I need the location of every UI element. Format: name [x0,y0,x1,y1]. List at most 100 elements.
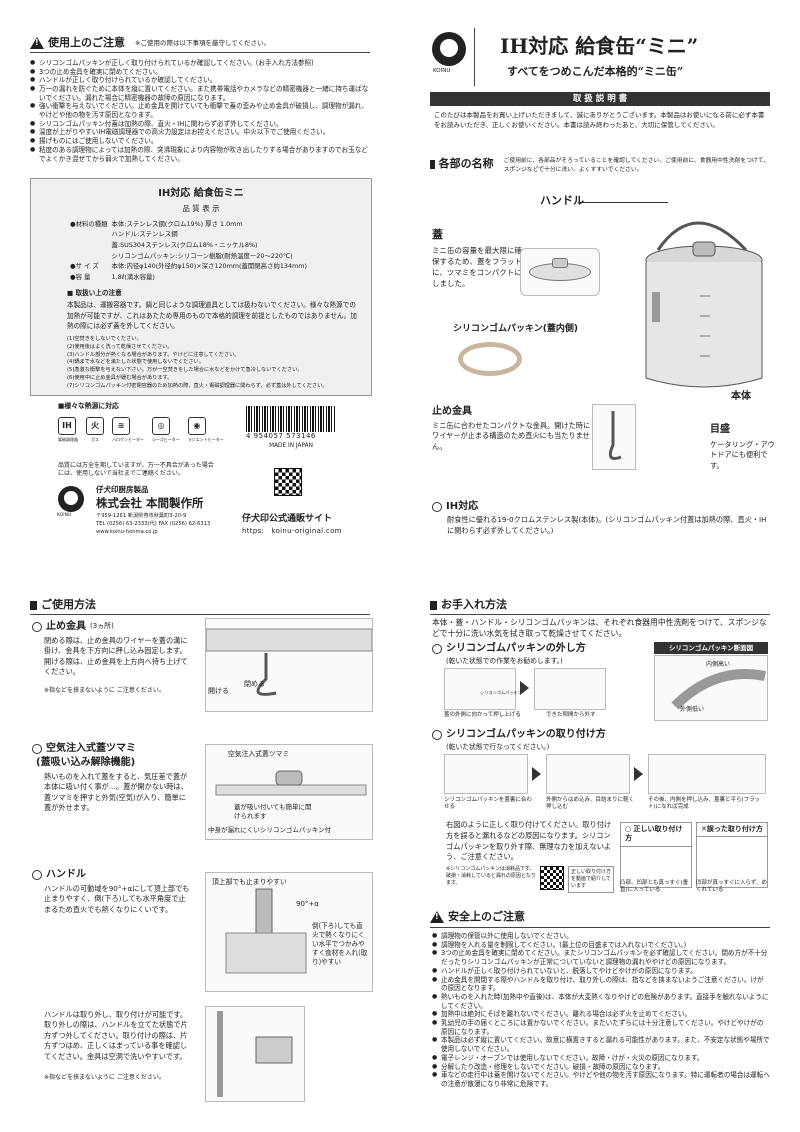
safety-item: 車などの走行中は蓋を開けないでください。やけどや他の物を汚す原因になります。特に… [432,1071,770,1088]
safety-item: 乳幼児の手の届くところには置かないでください。またいたずらには十分注意してくださ… [432,1019,770,1036]
safety-item: 調理物を入れる量を制限してください。(最上位の目盛までは入れないでください。) [432,941,770,950]
title-logo-text: KOINU [433,68,451,74]
handling-note: (5)急激な衝撃を与えない下さい。万が一空焚きをした場合に水などをかけて急冷しな… [67,367,303,374]
safety-item: 分解したり改造・修理をしないでください。破損・故障の原因になります。 [432,1063,770,1072]
attach-packing-sub: (乾いた状態で行なってください。) [446,743,550,751]
attach-step2-picture [546,754,630,794]
divider [430,614,770,615]
usage-caution-list: シリコンゴムパッキンが正しく取り付けられているか確認してください。(お手入れ方法… [30,59,370,163]
body-label: 本体 [731,391,751,402]
arrow-right-icon [634,767,643,781]
circle-marker-icon [32,869,42,880]
handle-pic-angle: 90°+α [296,900,319,908]
warning-icon [430,911,444,924]
quality-label: ●容 量 [70,272,91,281]
heat-source-label: 電磁調理器 [58,437,78,443]
quality-product: IH対応 給食缶ミニ [158,188,244,199]
barcode-number: 4 954057 573146 [246,432,316,440]
attach-step3-picture [648,754,766,794]
knob-title: 空気注入式蓋ツマミ [46,743,136,754]
safety-item: ハンドルが正しく取り付けられていないと、脱落してやけどやけがの原因になります。 [432,967,770,976]
handle-use-section: ハンドル [32,868,86,882]
lid-label: 蓋 [432,228,443,241]
made-in-japan: MADE IN JAPAN [269,443,313,450]
divider [30,614,370,615]
safety-title: 安全上のご注意 [448,910,525,923]
knob-pic-label3: 中身が漏れにくいシリコンゴムパッキン付 [208,826,332,834]
shop-url[interactable]: https: koinu-original.com [242,527,342,535]
inner-high-label: 内側高い [706,661,731,668]
handle-remove-picture [205,1006,305,1102]
attach-step2-text: 外側からはめ込み、目詰まりに軽く押し込む [546,797,635,811]
company-web[interactable]: www.koinu-honma.co.jp [96,529,158,535]
ih-desc: 耐食性に優れる19-0クロムステンレス製(本体)。(シリコンゴムパッキン付蓋は加… [447,515,767,535]
quality-label: ●材料の種類 [70,219,108,228]
barcode: 4 954057 573146 MADE IN JAPAN [246,406,336,451]
safety-item: 調理物の保管以外に使用しないでください。 [432,932,770,941]
company-phone: TEL (0256) 63-2333(代) FAX (0256) 62-6313 [96,521,211,527]
pot-illustration [645,221,763,388]
flame-icon: 火 [86,417,104,436]
how-to-use-title: ご使用方法 [41,598,96,611]
care-title: お手入れ方法 [441,598,507,611]
scale-desc: ケータリング・アウトドアにも便利です。 [710,440,775,470]
handle-leader [578,202,668,203]
title-divider [474,28,475,86]
clip-count: (3ヵ所) [90,622,114,631]
remove-packing-title: シリコンゴムパッキンの外し方 [446,643,586,654]
clip-label: 止め金具 [432,406,472,417]
open-label: 開ける [208,687,229,695]
section-diagram-label: シリコンゴムパッキン断面図 [654,642,768,654]
section-marker-icon [430,600,437,610]
handling-note: (7)シリコンゴムパッキン付密閉容器のため加熱の際、直火・電磁調理器に関わらず、… [67,382,328,389]
parts-note: ご使用前に、各部品がそろっていることを確認してください。ご使用前に、食器用中性洗… [503,158,769,173]
lid-desc: ミニ缶の容量を最大限に確保するため、蓋をフラットに、ツマミをコンパクトにしました… [432,246,522,288]
handle-remove-desc: ハンドルは取り外し、取り付けが可能です。取り外しの際は、ハンドルを立てた状態で片… [44,1010,188,1061]
remove-step2-text: できた隙間から外す [546,712,596,718]
safety-header: 安全上のご注意 [430,910,525,925]
safety-item: 止め金具を開閉する際やハンドルを取り付け、取り外しの際は、指などを挟まないようご… [432,976,770,993]
clip-picture [592,404,636,470]
heat-source-label: ハロゲンヒーター [112,437,144,443]
attach-packing-title: シリコンゴムパッキンの取り付け方 [446,729,606,740]
heat-sources-title: ■様々な熱源に対応 [58,402,119,410]
heat-source: ◉ラジエントヒーター [187,417,224,442]
correct-desc: 凸部、凹部とも真っすぐ(垂直)に入っている [620,880,689,894]
quality-value: 本体:ステンレス鋼(クロム19%) 厚さ 1.0mm [111,219,243,228]
handling-note: (6)使用中に止め金具が緩む場合があります。 [67,374,173,381]
quality-value: 蓋:SUS304ステンレス(クロム18%・ニッケル8%) [111,240,258,249]
knob-desc: 熱いものを入れて蓋をすると、気圧差で蓋が本体に吸い付く事が…。蓋が開かない時は、… [44,772,188,813]
circle-marker-icon [32,743,42,754]
packing-label: シリコンゴムパッキン(蓋内側) [453,324,578,334]
safety-item: 電子レンジ・オーブンでは使用しないでください。故障・けが・火災の原因になります。 [432,1054,770,1063]
heat-source-label: ガス [91,437,99,443]
clip-use-desc: 閉める際は、止め金具のワイヤーを蓋の溝に掛け、金具を下方向に押し込み固定します。… [44,636,188,677]
video-qr-code[interactable] [540,866,564,890]
how-to-use-header: ご使用方法 [30,598,96,613]
usage-caution-item: 万一の漏れを防ぐために本体を縦に置いてください。また携帯電話やカメラなどの精密機… [30,85,370,102]
wrong-desc: 凹部が真っすぐに入らず、めくれている [696,880,768,894]
correct-title: 正しい取り付け方 [625,825,683,843]
ih-icon: IH [58,417,76,436]
wrong-box: ✕誤った取り付け方 [696,822,768,888]
section-diagram-picture [654,655,768,721]
handle-remove-note: ※指などを挟まないように ご注意ください。 [44,1074,165,1081]
halogen-icon: ≋ [112,417,130,436]
handling-text: 本製品は、運搬容器です。鍋と同じような調理道具としては扱わないでください。様々な… [67,301,357,331]
company-name: 株式会社 本間製作所 [96,496,204,510]
usage-caution-title: 使用上のご注意 [48,36,125,49]
qr-code[interactable] [274,468,302,496]
koinu-logo-icon [58,486,84,512]
care-header: お手入れ方法 [430,598,507,613]
close-label: 閉める [244,680,265,688]
improve-note: 品質には万全を期していますが、万一不具合があった場合には、使用しないで当社までご… [58,462,214,478]
clip-use-picture [205,618,373,712]
wrong-title: ✕誤った取り付け方 [697,823,767,838]
circle-marker-icon [432,729,442,740]
main-subtitle: すべてをつめこんだ本格的“ミニ缶” [507,65,684,78]
handling-title: ■ 取扱い上の注意 [67,289,122,298]
usage-caution-item: 強い衝撃を与えないでください。止め金具を開けていても衝撃で蓋の歪みや止め金具が破… [30,102,370,119]
usage-caution-note: ※ご使用の際は以下事項を厳守してください。 [135,39,271,48]
